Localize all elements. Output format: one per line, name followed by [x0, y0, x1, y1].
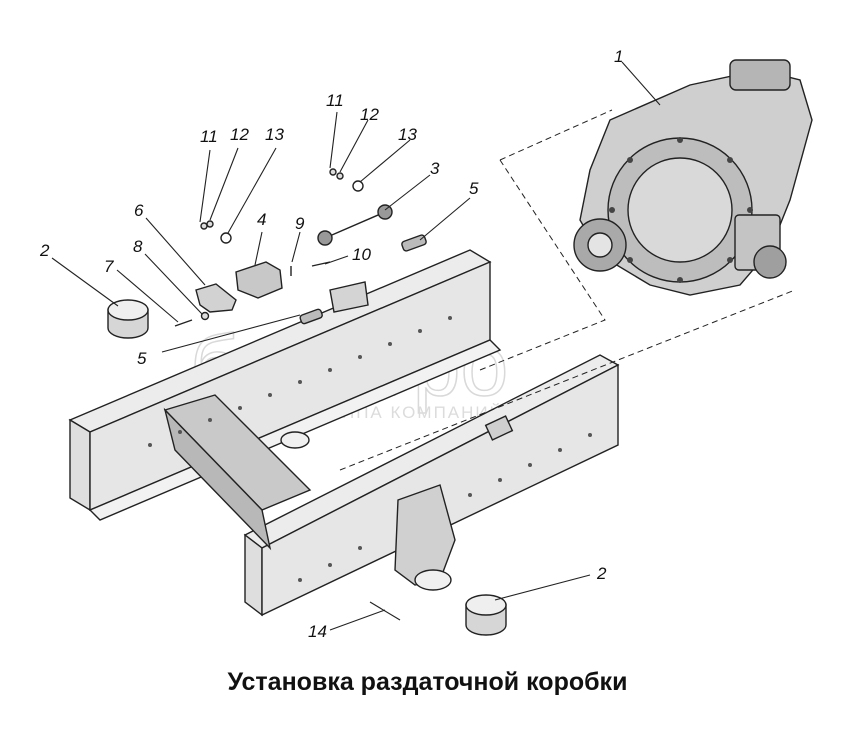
transfer-case-cover: [627, 157, 733, 263]
bushing-right: [465, 594, 507, 636]
diagram-title: Установка раздаточной коробки: [227, 668, 628, 696]
callout-5-lower: 5: [137, 349, 147, 368]
nut-part-11-right: [329, 168, 337, 176]
pin-part-5-upper: [401, 234, 427, 252]
callout-5-upper: 5: [469, 179, 479, 198]
callout-13-right: 13: [398, 125, 417, 144]
callout-14: 14: [308, 622, 327, 641]
frame-bracket-upper: [329, 281, 369, 313]
callout-labels: 1 2 2 3 4 5 5 6 7 8 9 10 11 12 13 11 12 …: [39, 47, 623, 641]
callout-10: 10: [352, 245, 371, 264]
washer-part-12-right: [336, 172, 344, 180]
shift-actuator: [729, 59, 791, 91]
callout-9: 9: [295, 214, 305, 233]
callout-7: 7: [104, 257, 114, 276]
callout-2-right: 2: [596, 564, 607, 583]
callout-1: 1: [614, 47, 623, 66]
link-rod: [317, 204, 393, 246]
rear-output-seal: [753, 245, 787, 279]
callout-8: 8: [133, 237, 143, 256]
spring-bracket-bore: [414, 569, 452, 591]
washer-part-8: [200, 311, 210, 321]
frame-crossmember-web: [163, 407, 272, 551]
bracket-part-4: [235, 261, 283, 299]
ring-part-13-right: [352, 180, 364, 192]
frame-assembly: [68, 249, 620, 617]
callout-13-left: 13: [265, 125, 284, 144]
callout-11-left: 11: [200, 127, 218, 146]
callout-2-left: 2: [39, 241, 50, 260]
bolt-part-10: [311, 261, 331, 267]
crossmember-bore: [280, 431, 310, 449]
callout-12-right: 12: [360, 105, 379, 124]
left-frame-rail-end: [69, 418, 91, 512]
output-flange-hub: [587, 232, 613, 258]
callout-3: 3: [430, 159, 440, 178]
callout-4: 4: [257, 210, 266, 229]
right-frame-rail-end: [244, 533, 263, 617]
ring-part-13-left: [220, 232, 232, 244]
callout-11-right: 11: [326, 91, 344, 110]
assembly-guide-upper: [479, 109, 613, 371]
left-frame-rail-flange: [88, 339, 502, 521]
washer-part-12-left: [206, 220, 214, 228]
transfer-case: [573, 59, 813, 296]
bolt-part-7: [174, 319, 193, 327]
frame-holes: [148, 316, 592, 582]
nut-part-11-left: [200, 222, 208, 230]
pin-part-5-lower: [299, 308, 323, 325]
frame-clip: [484, 415, 514, 441]
flange-bolts: [609, 137, 753, 283]
assembly-guide-lower: [339, 289, 796, 471]
plate-part-6: [195, 283, 237, 313]
bushing-left: [107, 299, 149, 339]
leader-lines: [51, 61, 661, 631]
callout-12-left: 12: [230, 125, 249, 144]
callout-6: 6: [134, 201, 144, 220]
